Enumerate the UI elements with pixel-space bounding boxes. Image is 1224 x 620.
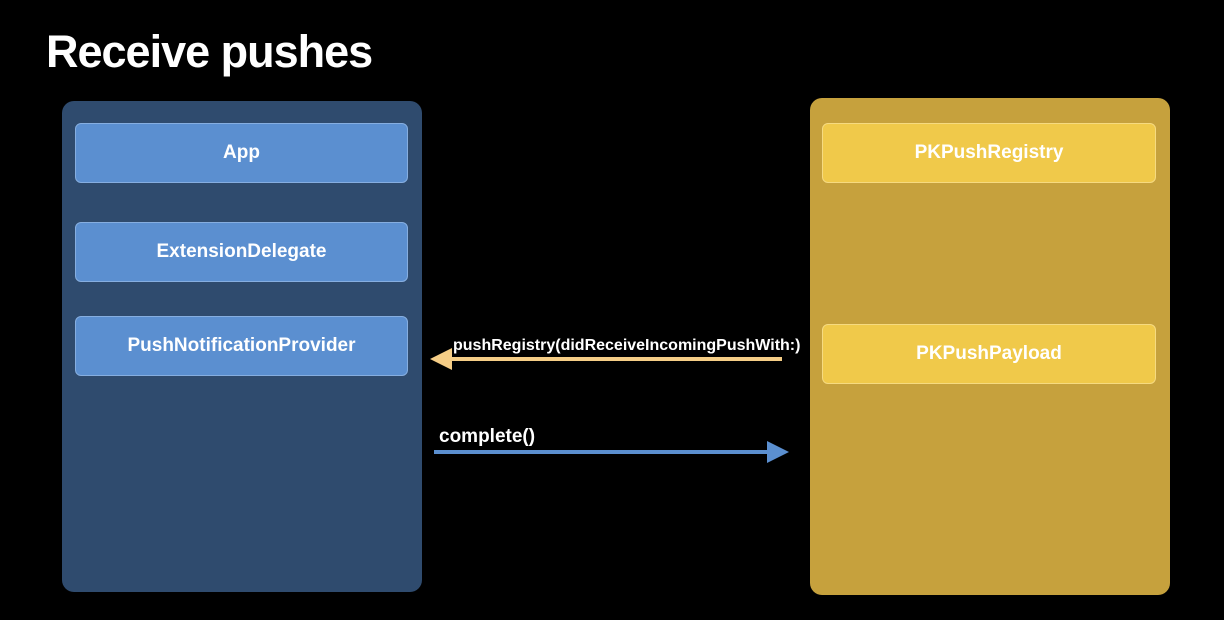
app-process-panel: App ExtensionDelegate PushNotificationPr…: [62, 101, 422, 592]
page-title: Receive pushes: [46, 26, 373, 77]
push-notification-provider-box: PushNotificationProvider: [75, 316, 408, 376]
pk-push-payload-box: PKPushPayload: [822, 324, 1156, 384]
app-box: App: [75, 123, 408, 183]
incoming-push-arrow: [430, 348, 782, 370]
complete-label: complete(): [439, 426, 536, 447]
pk-push-registry-box: PKPushRegistry: [822, 123, 1156, 183]
incoming-push-label: pushRegistry(didReceiveIncomingPushWith:…: [453, 337, 801, 354]
extension-delegate-box: ExtensionDelegate: [75, 222, 408, 282]
pushkit-panel: PKPushRegistry PKPushPayload: [810, 98, 1170, 595]
complete-arrow: [434, 441, 789, 463]
